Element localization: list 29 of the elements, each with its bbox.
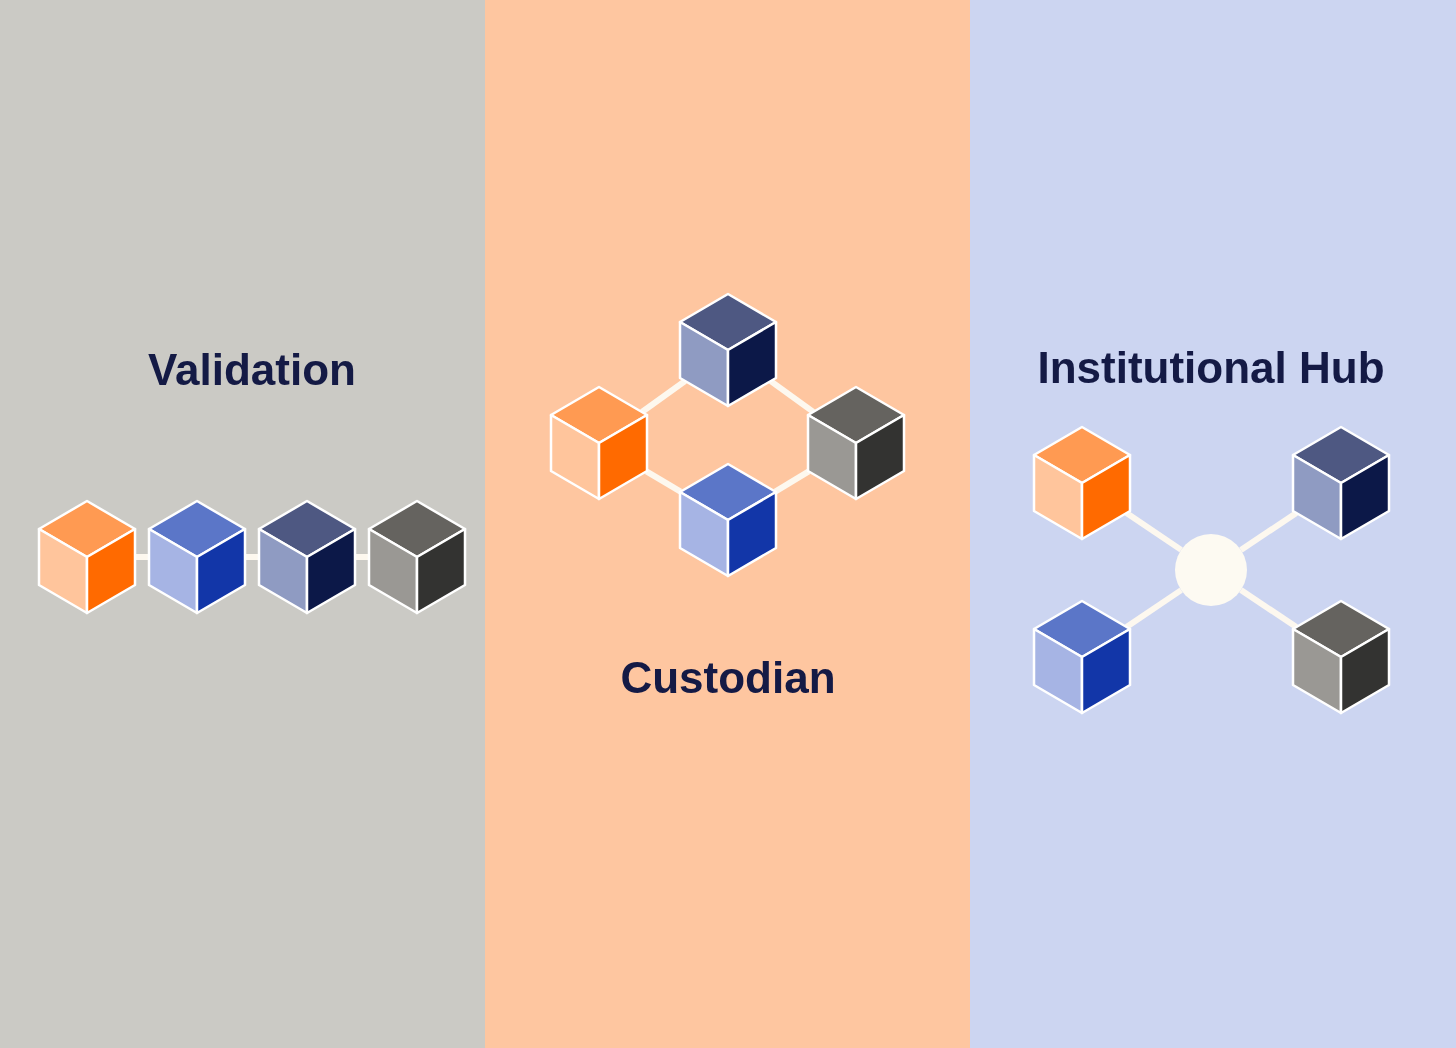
panel-background <box>970 0 1456 1048</box>
cube-icon <box>147 499 247 615</box>
cube-icon <box>1291 599 1391 715</box>
cube-icon <box>806 385 906 501</box>
panel-background <box>485 0 970 1048</box>
panel-heading: Custodian <box>620 653 836 703</box>
cube-icon <box>1032 425 1132 541</box>
panel-background <box>0 0 485 1048</box>
connector-line <box>640 378 687 415</box>
cube-icon <box>678 292 778 408</box>
cube-icon <box>367 499 467 615</box>
panel-heading: Validation <box>148 345 356 395</box>
connector-line <box>1239 587 1298 630</box>
connector-line <box>1239 510 1298 553</box>
connector-line <box>135 554 149 560</box>
cube-icon <box>37 499 137 615</box>
panel-heading: Institutional Hub <box>1037 343 1385 393</box>
cube-icon <box>257 499 357 615</box>
cube-icon <box>678 462 778 578</box>
connector-line <box>1124 510 1183 553</box>
connector-line <box>773 468 811 495</box>
connector-line <box>1124 587 1183 630</box>
connector-line <box>644 468 683 495</box>
connector-line <box>355 554 369 560</box>
cube-icon <box>1032 599 1132 715</box>
cube-icon <box>1291 425 1391 541</box>
connector-line <box>769 378 815 415</box>
cube-icon <box>549 385 649 501</box>
connector-line <box>245 554 259 560</box>
